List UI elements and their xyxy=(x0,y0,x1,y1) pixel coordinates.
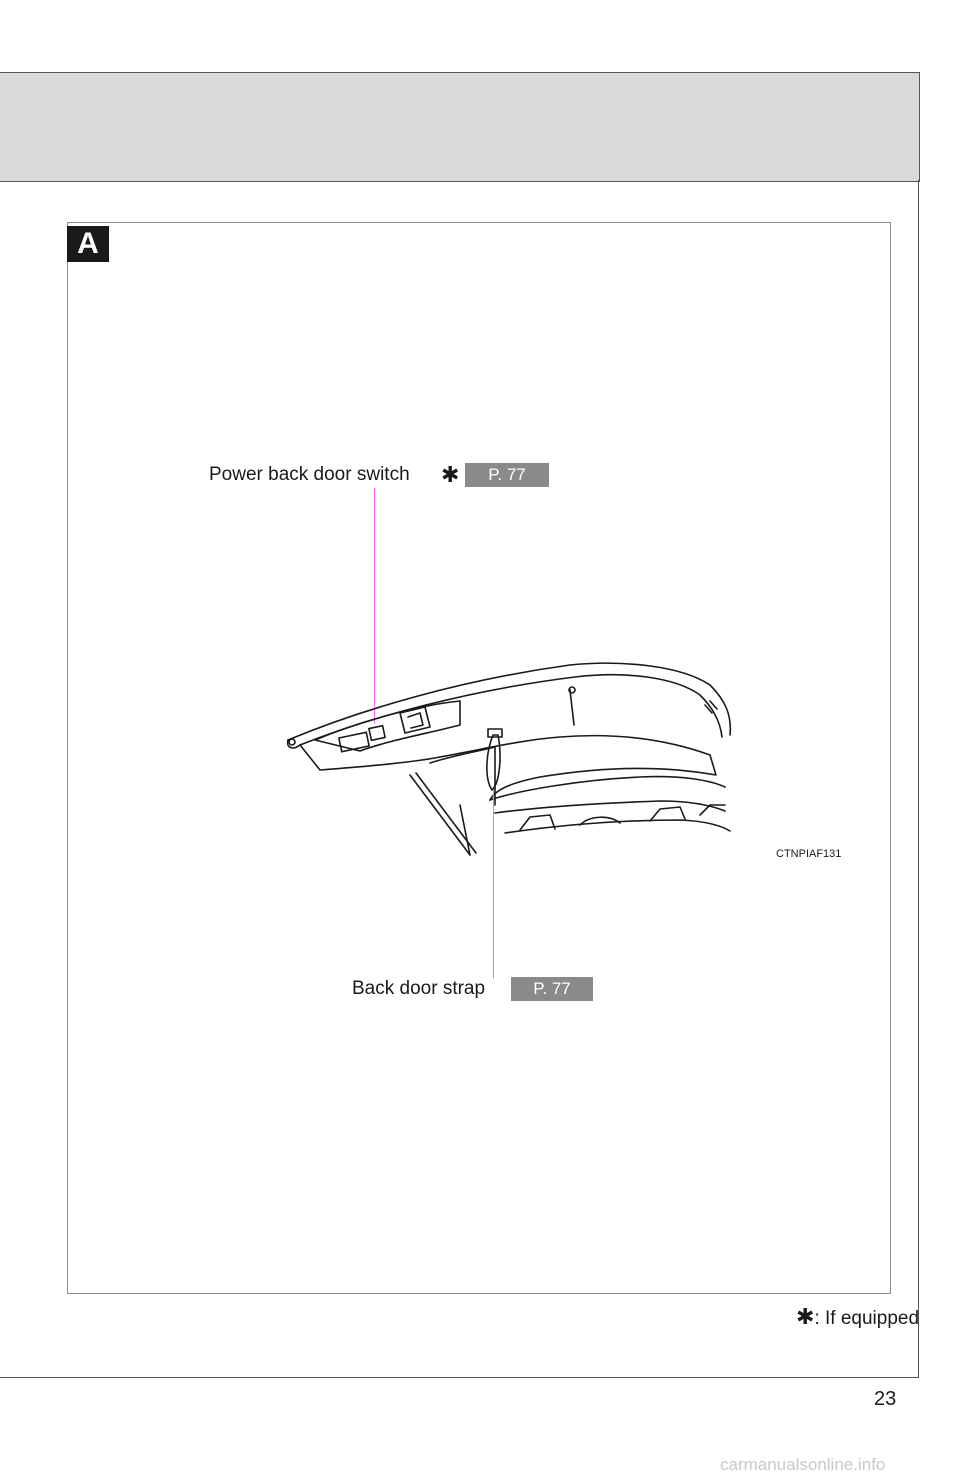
illustration-frame xyxy=(67,222,891,1294)
equipped-marker-icon: ✱ xyxy=(441,462,460,487)
footnote-marker-icon: ✱ xyxy=(796,1304,815,1329)
power-switch-page-ref[interactable]: P. 77 xyxy=(465,463,549,487)
page-bottom-rule xyxy=(0,1377,919,1378)
power-switch-leader-line xyxy=(374,488,375,724)
door-strap-leader-line xyxy=(493,790,494,978)
page-right-rule xyxy=(918,180,919,1377)
watermark: carmanualsonline.info xyxy=(720,1455,886,1474)
door-strap-page-ref[interactable]: P. 77 xyxy=(511,977,593,1001)
header-band xyxy=(0,72,920,182)
page-number: 23 xyxy=(874,1388,897,1410)
footnote: ✱: If equipped xyxy=(796,1304,919,1330)
back-door-illustration-icon xyxy=(286,662,732,856)
door-strap-label: Back door strap xyxy=(352,978,486,999)
section-tab: A xyxy=(67,226,109,262)
footnote-text: : If equipped xyxy=(814,1308,920,1329)
figure-code: CTNPIAF131 xyxy=(776,848,842,860)
power-switch-label: Power back door switch xyxy=(209,464,410,485)
